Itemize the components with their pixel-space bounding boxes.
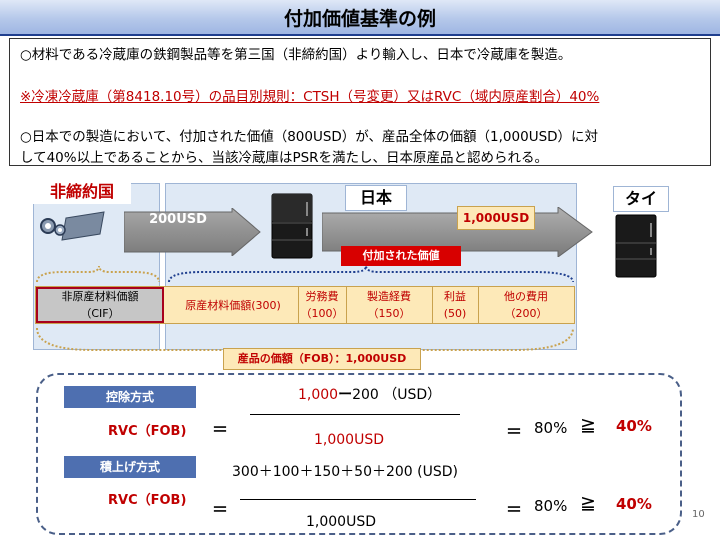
result-equals-2: ＝ — [506, 500, 523, 519]
thai-label: タイ — [613, 186, 669, 212]
cost-cell-line1: 製造経費 — [367, 290, 411, 303]
info-line-1: ○材料である冷蔵庫の鉄鋼製品等を第三国（非締約国）より輸入し、日本で冷蔵庫を製造… — [20, 47, 572, 63]
geq-2: ≧ — [580, 492, 596, 514]
cost-cell-labor: 労務費 （100） — [298, 287, 347, 323]
cost-cell-line1: 非原産材料価額 — [61, 290, 139, 303]
cost-cell-line2: （CIF） — [80, 307, 120, 320]
product-price-label: 産品の価額（FOB）：1,000USD — [223, 348, 421, 370]
info-line-3b: して40%以上であることから、当該冷蔵庫はPSRを満たし、日本原産品と認められる… — [20, 150, 549, 166]
japan-label: 日本 — [345, 185, 407, 211]
equals-1: ＝ — [212, 420, 229, 439]
import-value: 200USD — [149, 212, 207, 227]
cost-cell-line2: （150） — [367, 307, 411, 320]
build-up-method-label: 積上げ方式 — [64, 456, 196, 478]
calculation-box — [36, 373, 682, 535]
result-pct-1: 80% — [534, 419, 568, 437]
info-line-3a: ○日本での製造において、付加された価値（800USD）が、産品全体の価額（1,0… — [20, 129, 599, 145]
m1-numerator-b: 200 （USD） — [352, 387, 442, 403]
m2-denominator: 1,000USD — [306, 514, 376, 530]
cost-cell-line1: 原産材料価額(300) — [185, 298, 281, 312]
info-box: ○材料である冷蔵庫の鉄鋼製品等を第三国（非締約国）より輸入し、日本で冷蔵庫を製造… — [9, 38, 711, 166]
cost-cell-originating: 原産材料価額(300) — [168, 287, 299, 323]
result-equals-1: ＝ — [506, 422, 523, 441]
threshold-2: 40% — [616, 495, 652, 513]
result-pct-2: 80% — [534, 497, 568, 515]
info-line-2: ※冷凍冷蔵庫（第8418.10号）の品目別規則：CTSH（号変更）又はRVC（域… — [20, 89, 600, 105]
rvc-label-2: RVC（FOB) — [108, 493, 187, 508]
cost-cell-line1: 利益 — [444, 290, 466, 303]
page-title: 付加価値基準の例 — [283, 8, 436, 30]
cost-breakdown-bar: 非原産材料価額 （CIF） 原産材料価額(300) 労務費 （100） 製造経費… — [35, 286, 575, 324]
cost-cell-other: 他の費用 （200） — [478, 287, 574, 323]
m1-numerator-a: 1,000 — [298, 387, 339, 403]
fraction-line-2 — [240, 499, 476, 500]
threshold-1: 40% — [616, 417, 652, 435]
cost-cell-line1: 他の費用 — [504, 290, 548, 303]
rvc-label-1: RVC（FOB) — [108, 424, 187, 439]
equals-2: ＝ — [212, 500, 229, 519]
added-value-label: 付加された価値 — [341, 246, 461, 266]
title-bar — [0, 0, 720, 36]
geq-1: ≧ — [580, 414, 596, 436]
fraction-line-1 — [250, 414, 460, 415]
import-arrow — [123, 206, 264, 260]
cost-cell-non-originating: 非原産材料価額 （CIF） — [36, 287, 164, 323]
cost-cell-line2: (50) — [443, 307, 467, 320]
cost-cell-line2: （200） — [504, 307, 548, 320]
product-value: 1,000USD — [457, 206, 535, 230]
cost-cell-line1: 労務費 — [305, 290, 339, 303]
deduction-method-label: 控除方式 — [64, 386, 196, 408]
cost-cell-manufacturing: 製造経費 （150） — [346, 287, 433, 323]
cost-cell-profit: 利益 (50) — [432, 287, 479, 323]
non-party-label: 非締約国 — [33, 180, 131, 204]
steel-materials-icon — [38, 208, 106, 246]
cost-cell-line2: （100） — [300, 307, 344, 320]
refrigerator-thai-icon — [614, 213, 658, 283]
m2-numerator: 300＋100＋150＋50＋200 (USD) — [232, 464, 458, 480]
m1-numerator: 1,000ー200 （USD） — [298, 384, 441, 404]
m1-numerator-op: ー — [338, 387, 353, 403]
page-number: 10 — [692, 509, 705, 520]
refrigerator-icon — [270, 192, 314, 264]
brace-decoration — [33, 265, 578, 368]
m1-denominator: 1,000USD — [314, 432, 384, 448]
